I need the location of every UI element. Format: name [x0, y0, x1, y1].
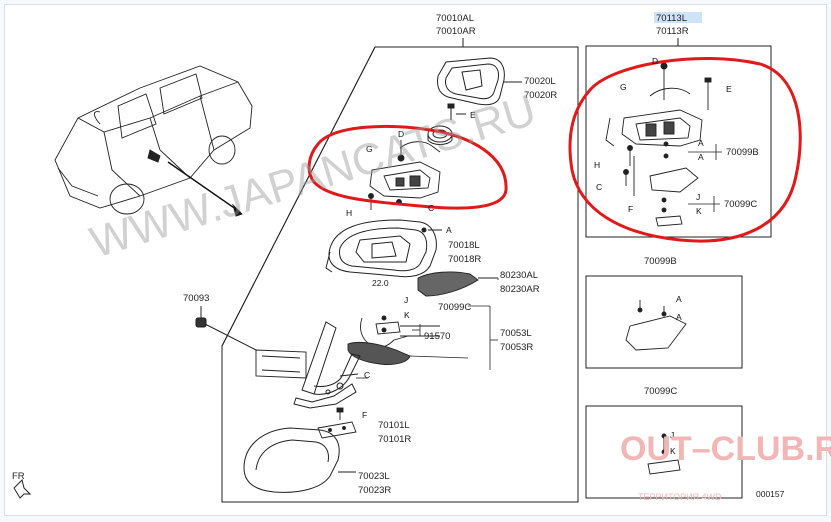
callout-a1-inset: A: [698, 138, 704, 148]
callout-f-main: F: [362, 410, 367, 420]
callout-e-main: E: [470, 110, 476, 120]
callout-d-main: D: [398, 129, 404, 139]
callout-g-main: G: [366, 144, 373, 154]
highlight-circle-inset: [568, 56, 802, 243]
label-box-b: 70099B: [644, 256, 677, 267]
label-main-group-l: 70010AL: [436, 13, 474, 24]
highlight-circle-main: [307, 125, 508, 210]
callout-h-main: H: [346, 208, 352, 218]
label-main-group-r: 70010AR: [436, 26, 476, 37]
callout-j-main: J: [404, 295, 408, 305]
label-turn-signal-l: 80230AL: [500, 270, 538, 281]
vehicle-sketch: [54, 65, 253, 217]
wiring-harness-part: [347, 315, 440, 365]
label-glass-r: 70020R: [524, 90, 557, 101]
callout-d-inset: D: [652, 56, 658, 66]
callout-f-inset: F: [628, 204, 633, 214]
callout-a1-box-b: A: [676, 294, 682, 304]
callout-a-main: A: [446, 225, 452, 235]
selection-highlight: [654, 12, 702, 23]
date-stamp: 22.0: [372, 278, 389, 288]
callout-j-box-c: J: [670, 430, 674, 440]
label-wiring: 91570: [424, 331, 450, 342]
label-cover-r: 70023R: [358, 485, 391, 496]
label-turn-signal-r: 80230AR: [500, 284, 540, 295]
callout-k-box-c: K: [670, 446, 676, 456]
mirror-housing-part: [293, 321, 361, 409]
diagram-frame: [4, 4, 827, 516]
label-turn-lamp-set: 70099C: [438, 302, 471, 313]
label-inset-group-l: 70113L: [656, 13, 687, 24]
label-bracket-l: 70101L: [378, 420, 410, 431]
base-plate-part: [255, 349, 307, 379]
label-housing-l: 70053L: [500, 328, 532, 339]
callout-c-main: C: [428, 203, 434, 213]
inset-box-b: [585, 275, 743, 369]
label-inset-lamp-b: 70099B: [726, 147, 759, 158]
leader-lines: [356, 144, 722, 379]
mirror-glass-part: [437, 57, 522, 106]
label-cover-l: 70023L: [358, 471, 390, 482]
callout-k-inset: K: [696, 206, 702, 216]
lamp-b-part: [625, 300, 687, 351]
mirror-cover-part: [243, 427, 356, 493]
label-housing-r: 70053R: [500, 342, 533, 353]
inset-box-c: [585, 405, 743, 499]
callout-c-base: C: [364, 370, 370, 380]
callout-e-inset: E: [726, 84, 732, 94]
callout-g-inset: G: [620, 82, 627, 92]
nut-part: [195, 306, 257, 351]
label-body-l: 70018L: [448, 240, 480, 251]
actuator-assembly-main: [368, 140, 441, 210]
bracket-part: [317, 407, 357, 439]
callout-h-inset: H: [594, 160, 600, 170]
label-bracket-r: 70101R: [378, 434, 411, 445]
callout-a2-inset: A: [698, 152, 704, 162]
label-inset-group-r: 70113R: [656, 26, 689, 37]
turn-signal-lamp-part: [417, 271, 498, 297]
callout-a2-box-b: A: [676, 312, 682, 322]
actuator-assembly-inset: [605, 62, 712, 227]
main-panel-outline: [221, 38, 579, 503]
label-inset-lamp-c: 70099C: [724, 199, 757, 210]
fr-arrow-icon: [13, 479, 32, 499]
mirror-body-part: [325, 219, 442, 278]
label-nut: 70093: [183, 293, 209, 304]
orientation-label: FR: [12, 471, 25, 482]
lamp-c-part: [647, 433, 681, 475]
inset-box-main: [585, 38, 772, 238]
label-glass-l: 70020L: [524, 76, 556, 87]
callout-j-inset: J: [696, 192, 700, 202]
callout-k-main: K: [404, 310, 410, 320]
callout-c-inset: C: [596, 182, 602, 192]
label-box-c: 70099C: [644, 386, 677, 397]
watermark-outclub-sub: ТЕРРИТОРИЯ 4WD: [638, 492, 722, 502]
figure-code: 000157: [756, 489, 785, 499]
watermark-outclub: OUT–CLUB.RU: [620, 430, 831, 468]
screw-e-part: [447, 103, 466, 120]
label-body-r: 70018R: [448, 254, 481, 265]
